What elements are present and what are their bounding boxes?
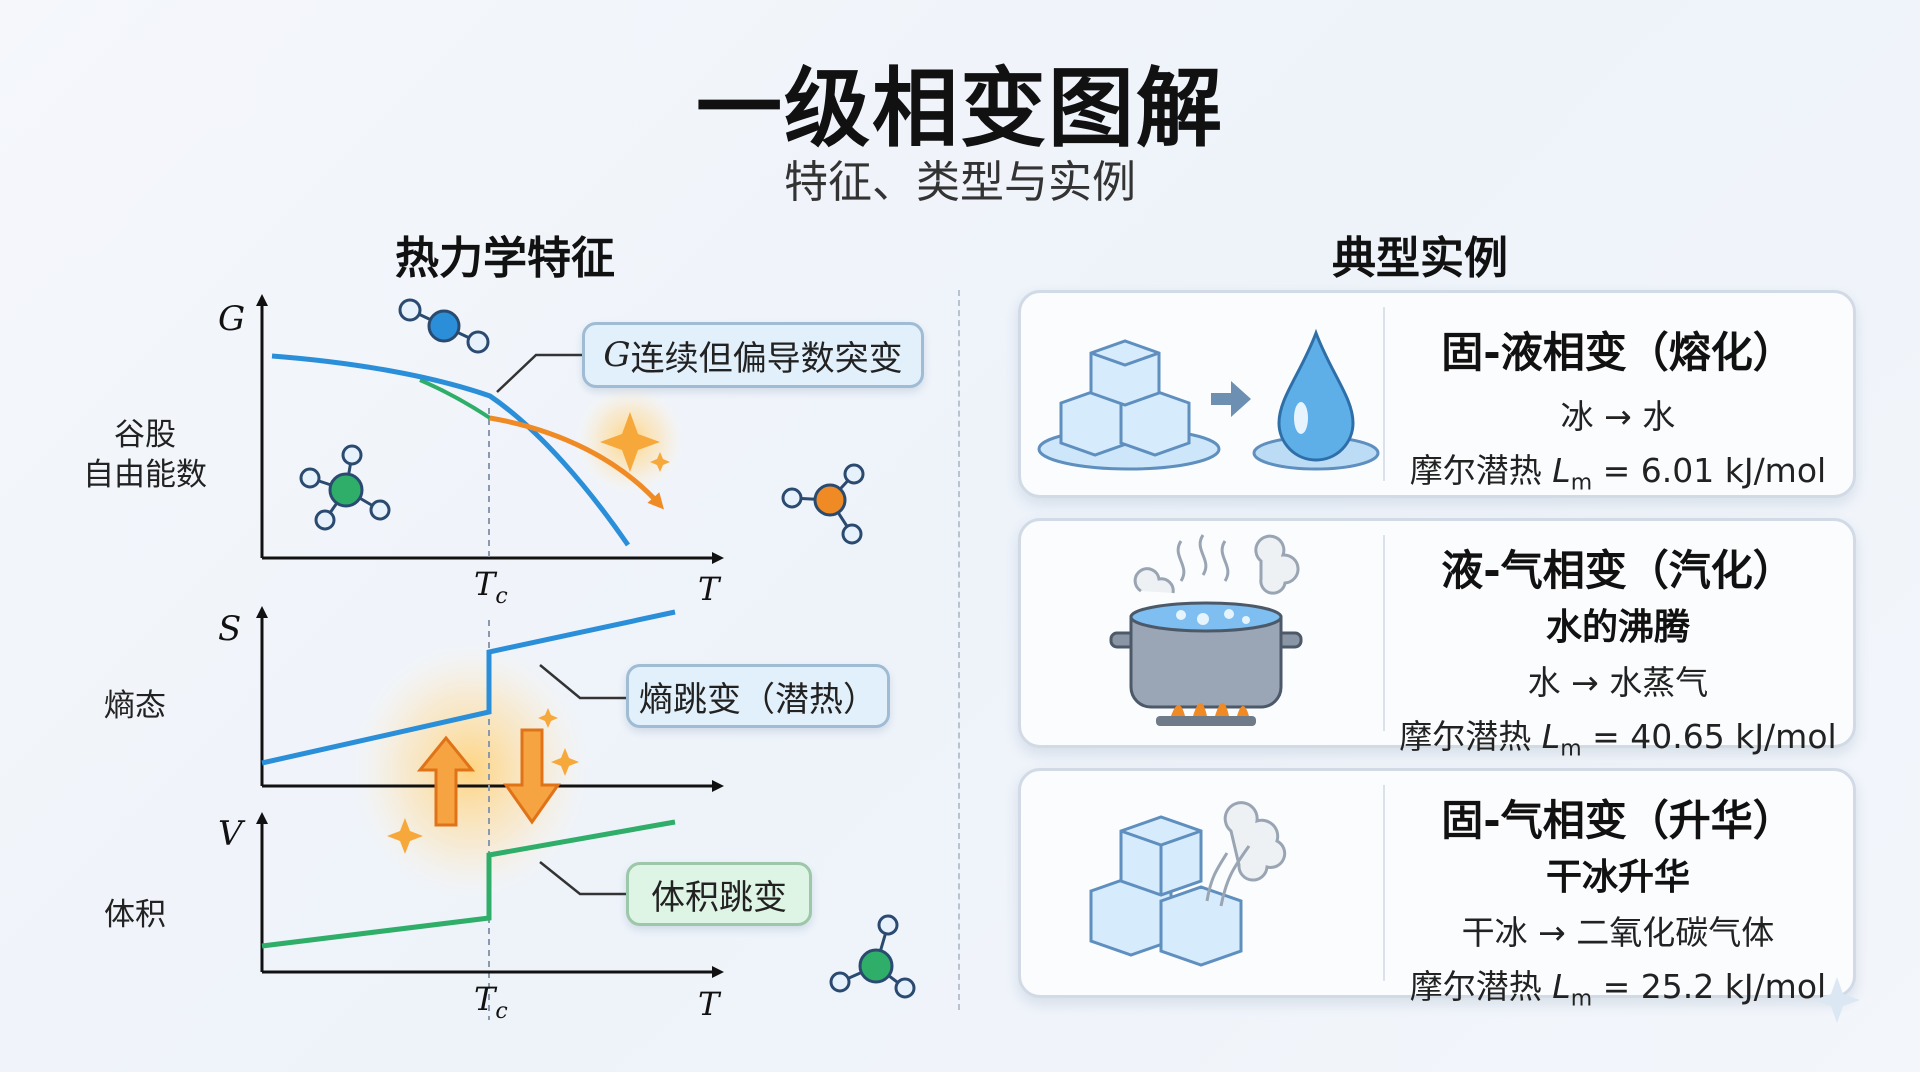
ice-to-water-illustration bbox=[1037, 328, 1380, 471]
page-subtitle: 特征、类型与实例 bbox=[784, 157, 1136, 208]
sparkle-icon-g bbox=[600, 412, 670, 472]
g-callout-leader bbox=[496, 353, 582, 393]
flame-icon bbox=[1156, 703, 1256, 726]
s-curve bbox=[261, 609, 676, 766]
s-callout-leader bbox=[539, 664, 628, 700]
molecule-icon-green bbox=[299, 444, 391, 531]
s-graph-ylabel: 熵态 bbox=[104, 688, 166, 724]
dry-ice-icon bbox=[1089, 815, 1243, 967]
g-curve-blue bbox=[271, 353, 631, 547]
g-callout: G 连续但偏导数突变 bbox=[582, 322, 924, 388]
v-tc-label: Tc bbox=[474, 980, 508, 1024]
card-process: 冰 → 水 bbox=[1560, 397, 1676, 436]
sparkle-icon bbox=[387, 708, 579, 854]
g-callout-text: 连续但偏导数突变 bbox=[630, 338, 903, 379]
example-card-vaporization: 液-气相变（汽化） 水的沸腾 水 → 水蒸气 摩尔潜热 Lm = 40.65 k… bbox=[1018, 518, 1856, 762]
g-curve-orange bbox=[489, 415, 664, 510]
card-process: 干冰 → 二氧化碳气体 bbox=[1461, 913, 1775, 952]
v-axis-label: V bbox=[218, 814, 246, 854]
g-curve-green bbox=[419, 378, 492, 420]
water-drop-icon bbox=[1252, 328, 1380, 471]
g-axis-label: G bbox=[218, 299, 245, 339]
v-callout: 体积跳变 bbox=[626, 862, 812, 926]
arrow-right-icon bbox=[1211, 381, 1251, 417]
v-x-axis-label: T bbox=[698, 985, 722, 1023]
heat-absorb-arrow-icon bbox=[416, 735, 476, 827]
page-title: 一级相变图解 bbox=[696, 59, 1224, 159]
molecule-icon-orange bbox=[781, 463, 865, 545]
example-card-sublimation: 固-气相变（升华） 干冰升华 干冰 → 二氧化碳气体 摩尔潜热 Lm = 25.… bbox=[1018, 768, 1856, 1012]
g-tc-label: Tc bbox=[474, 565, 508, 609]
g-callout-var: G bbox=[603, 335, 631, 375]
card-title: 固-气相变（升华） bbox=[1441, 796, 1795, 845]
heat-release-arrow-icon bbox=[503, 728, 561, 825]
card-latent-heat: 摩尔潜热 Lm = 25.2 kJ/mol bbox=[1409, 967, 1827, 1012]
v-graph-ylabel: 体积 bbox=[104, 897, 166, 933]
card-title: 液-气相变（汽化） bbox=[1441, 546, 1795, 595]
molecule-icon-green-2 bbox=[829, 914, 916, 999]
v-callout-leader bbox=[539, 861, 628, 896]
g-graph-ylabel: 谷股 自由能数 bbox=[60, 415, 230, 496]
steam-icon bbox=[1205, 801, 1287, 907]
dry-ice-illustration bbox=[1089, 801, 1287, 967]
g-ylabel-line2: 自由能数 bbox=[83, 457, 207, 494]
section-divider bbox=[958, 290, 960, 1010]
g-x-axis-label: T bbox=[698, 570, 722, 608]
molecule-icon bbox=[398, 298, 490, 354]
right-section-heading: 典型实例 bbox=[1332, 233, 1508, 284]
v-curve bbox=[261, 819, 676, 949]
card-latent-heat: 摩尔潜热 Lm = 6.01 kJ/mol bbox=[1409, 451, 1827, 496]
left-section-heading: 热力学特征 bbox=[395, 233, 615, 284]
steam-icon bbox=[1133, 534, 1300, 595]
g-ylabel-line1: 谷股 bbox=[114, 417, 176, 453]
sparkle-corner-icon bbox=[1814, 977, 1860, 1023]
card-title: 固-液相变（熔化） bbox=[1441, 328, 1795, 377]
card-subtitle: 干冰升华 bbox=[1545, 857, 1690, 898]
card-latent-heat: 摩尔潜热 Lm = 40.65 kJ/mol bbox=[1399, 717, 1837, 762]
ice-cube-icon bbox=[1037, 339, 1221, 471]
card-subtitle: 水的沸腾 bbox=[1545, 607, 1690, 648]
boiling-pot-icon bbox=[1109, 601, 1303, 709]
thermo-graphs: G T Tc S V T Tc bbox=[218, 294, 916, 1024]
card-process: 水 → 水蒸气 bbox=[1527, 663, 1709, 702]
s-callout: 熵跳变（潜热） bbox=[626, 664, 890, 728]
s-axis-label: S bbox=[218, 609, 241, 649]
boiling-pot-illustration bbox=[1109, 534, 1303, 726]
example-card-melting: 固-液相变（熔化） 冰 → 水 摩尔潜热 Lm = 6.01 kJ/mol bbox=[1018, 290, 1856, 498]
